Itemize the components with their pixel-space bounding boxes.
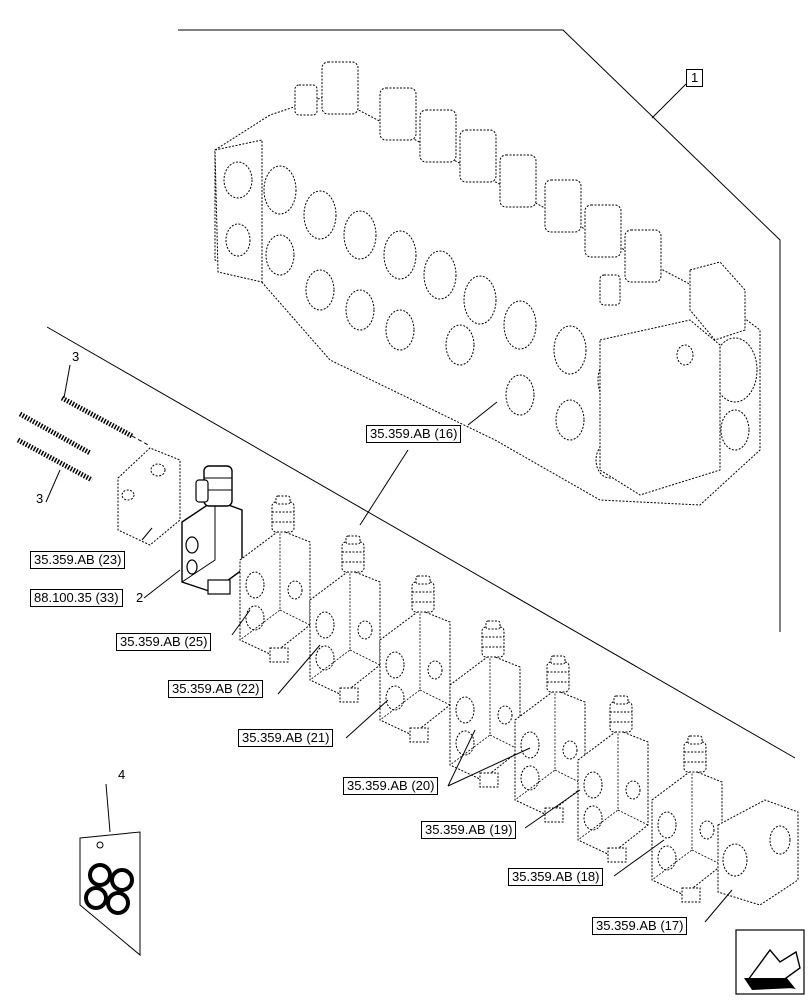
callout-35-359-ab-21[interactable]: 35.359.AB (21) [238, 729, 334, 747]
valve-section-2 [181, 465, 243, 595]
seal-kit-bag [79, 831, 141, 957]
item-number-3-top: 3 [72, 349, 80, 364]
callout-35-359-ab-20[interactable]: 35.359.AB (20) [343, 777, 439, 795]
item-number-2: 2 [136, 590, 144, 605]
callout-35-359-ab-25[interactable]: 35.359.AB (25) [116, 633, 212, 651]
inlet-cover [717, 799, 799, 906]
callout-35-359-ab-16[interactable]: 35.359.AB (16) [366, 425, 462, 443]
callout-35-359-ab-18[interactable]: 35.359.AB (18) [508, 868, 604, 886]
callout-35-359-ab-22[interactable]: 35.359.AB (22) [168, 680, 264, 698]
callout-item-1[interactable]: 1 [686, 69, 704, 87]
callout-35-359-ab-23[interactable]: 35.359.AB (23) [30, 551, 126, 569]
valve-slices [239, 495, 723, 903]
callout-88-100-35-33[interactable]: 88.100.35 (33) [30, 589, 123, 607]
item-number-4: 4 [118, 767, 126, 782]
tie-rods [16, 395, 151, 483]
end-plate [117, 447, 181, 546]
assembled-valve-block [214, 61, 761, 506]
next-page-arrow-icon[interactable] [735, 929, 805, 995]
callout-35-359-ab-17[interactable]: 35.359.AB (17) [592, 917, 688, 935]
item-number-3-bottom: 3 [36, 491, 44, 506]
callout-35-359-ab-19[interactable]: 35.359.AB (19) [421, 821, 517, 839]
